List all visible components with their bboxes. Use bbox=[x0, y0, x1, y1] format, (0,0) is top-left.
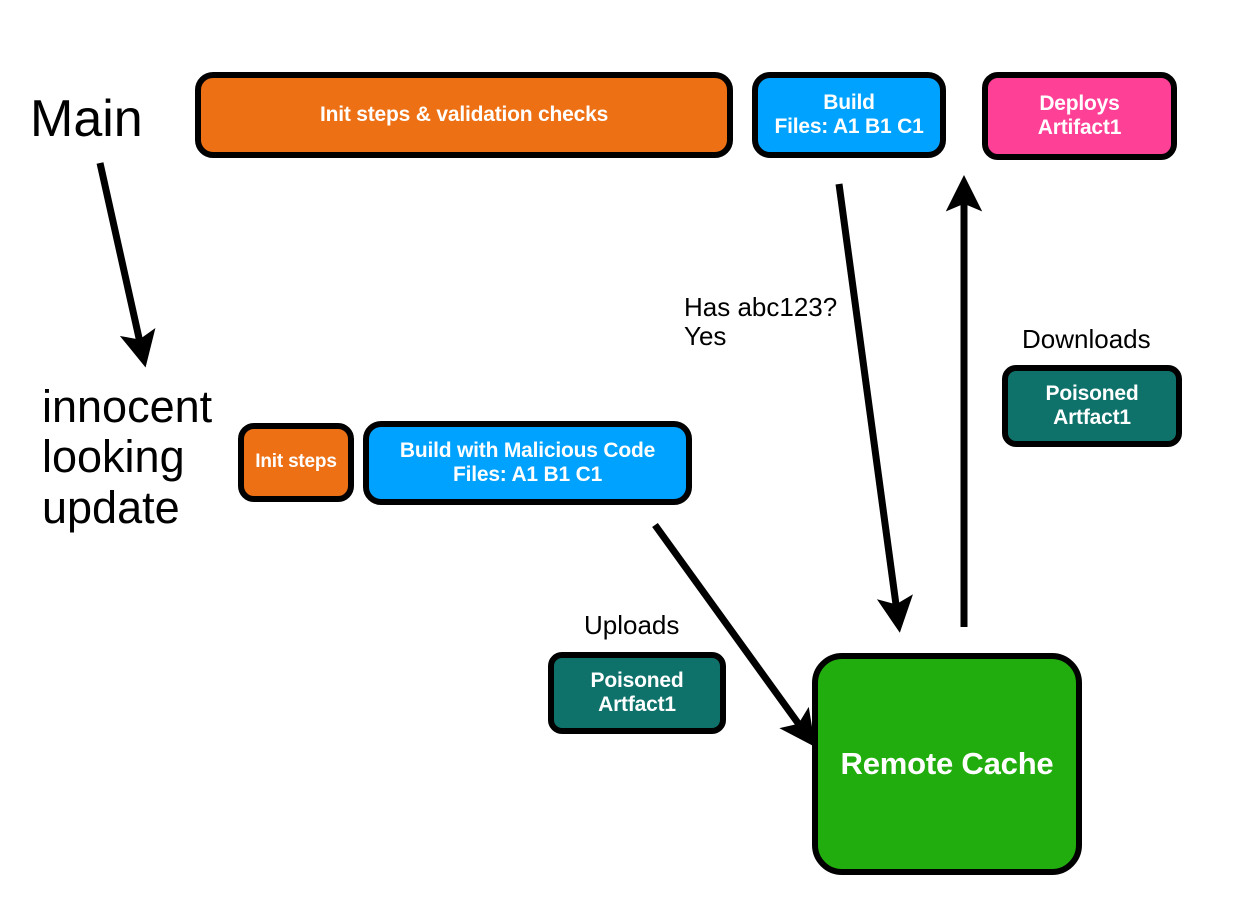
node-remote-cache[interactable]: Remote Cache bbox=[812, 653, 1082, 875]
label-uploads: Uploads bbox=[584, 610, 680, 640]
node-main-deploy-artifact[interactable]: Deploys Artifact1 bbox=[982, 72, 1177, 160]
label-main-branch: Main bbox=[30, 90, 143, 148]
node-poisoned-artifact-upload[interactable]: Poisoned Artfact1 bbox=[548, 652, 726, 734]
label-feature-branch: innocent looking update bbox=[42, 381, 213, 533]
node-main-init-steps[interactable]: Init steps & validation checks bbox=[195, 72, 733, 158]
arrow-build-to-cache bbox=[835, 183, 913, 633]
node-poisoned-artifact-download[interactable]: Poisoned Artfact1 bbox=[1002, 365, 1182, 447]
label-cache-query: Has abc123? Yes bbox=[684, 292, 838, 352]
arrow-branch-off bbox=[96, 162, 156, 368]
label-downloads: Downloads bbox=[1022, 324, 1151, 354]
node-branch-malicious-build[interactable]: Build with Malicious Code Files: A1 B1 C… bbox=[363, 421, 692, 505]
node-branch-init-steps[interactable]: Init steps bbox=[238, 423, 354, 502]
node-main-build[interactable]: Build Files: A1 B1 C1 bbox=[752, 72, 946, 158]
